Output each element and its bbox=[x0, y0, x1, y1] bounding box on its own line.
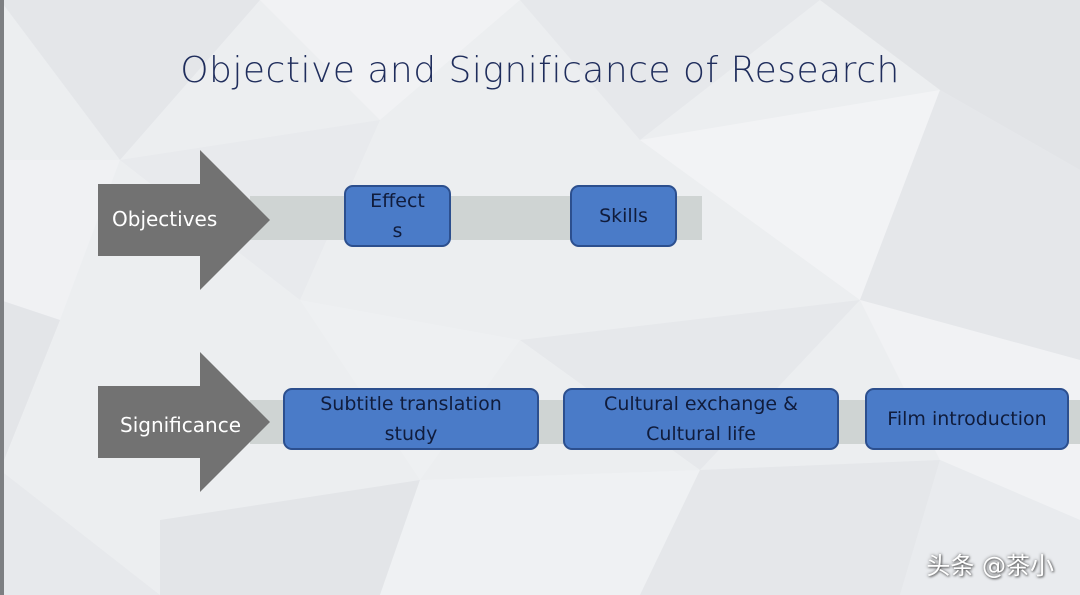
objectives-label: Objectives bbox=[112, 207, 218, 231]
slide-title: Objective and Significance of Research bbox=[180, 50, 900, 91]
objective-box-skills: Skills bbox=[570, 185, 677, 247]
objective-box-effects-line1: Effect bbox=[370, 190, 425, 212]
watermark-text: 头条 @茶小 bbox=[926, 552, 1054, 580]
objective-box-effects-line2: s bbox=[392, 220, 403, 242]
significance-arrow bbox=[98, 352, 270, 492]
significance-box-film-introduction: Film introduction bbox=[865, 388, 1069, 450]
significance-box-subtitle-translation: Subtitle translation study bbox=[283, 388, 539, 450]
significance-box-cultural-line1: Cultural exchange & bbox=[604, 393, 798, 415]
objective-box-effects: Effect s bbox=[344, 185, 451, 247]
significance-box-cultural-line2: Cultural life bbox=[646, 423, 756, 445]
significance-box-cultural-exchange: Cultural exchange & Cultural life bbox=[563, 388, 839, 450]
significance-box-subtitle-line2: study bbox=[384, 423, 438, 445]
significance-box-subtitle-line1: Subtitle translation bbox=[320, 393, 502, 415]
significance-label: Significance bbox=[120, 413, 242, 437]
objectives-arrow bbox=[98, 150, 270, 290]
significance-box-film-line1: Film introduction bbox=[887, 408, 1047, 430]
objective-box-skills-line1: Skills bbox=[599, 205, 648, 227]
